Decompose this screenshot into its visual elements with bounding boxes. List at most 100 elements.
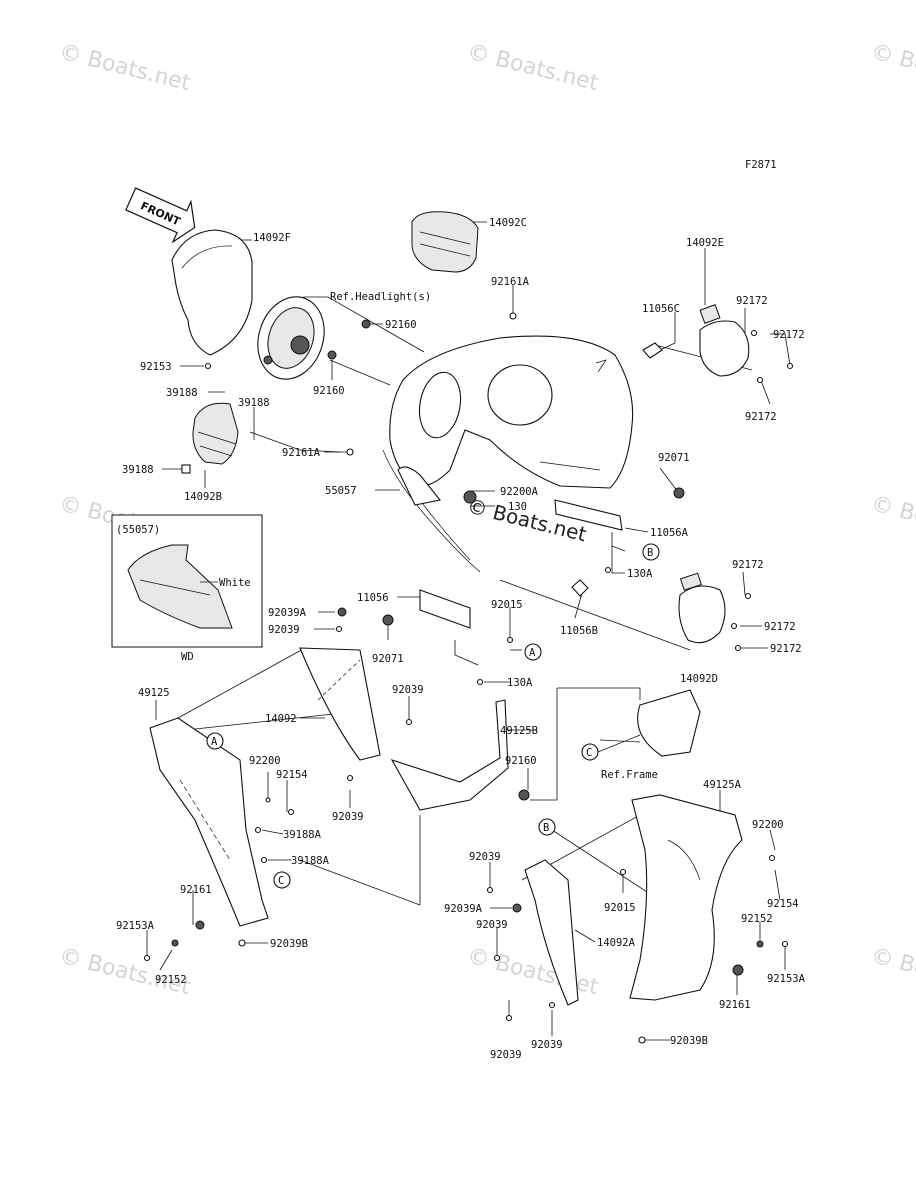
lower-panel-49125b bbox=[390, 699, 509, 811]
grommet-icon bbox=[673, 487, 685, 499]
bolt-icon bbox=[734, 644, 742, 652]
part-label: 14092F bbox=[253, 232, 291, 244]
part-label: 92154 bbox=[767, 898, 799, 910]
grommet-icon bbox=[195, 920, 205, 930]
bolt-icon bbox=[506, 636, 514, 644]
panel-55057 bbox=[397, 466, 441, 506]
part-label: 92039 bbox=[476, 919, 508, 931]
grommet-icon bbox=[361, 319, 371, 329]
clip-icon bbox=[181, 464, 191, 474]
part-label: 92153A bbox=[767, 973, 806, 985]
part-label: 92160 bbox=[313, 385, 345, 397]
bolt-icon bbox=[744, 592, 752, 600]
callout-a-label: A bbox=[211, 736, 218, 748]
bolt-icon bbox=[768, 854, 776, 862]
part-label: 49125 bbox=[138, 687, 170, 699]
grommet-icon bbox=[518, 789, 530, 801]
callout-a-marker bbox=[206, 732, 224, 750]
part-label: 92071 bbox=[658, 452, 690, 464]
part-label: 130A bbox=[507, 677, 533, 689]
part-label: 92039 bbox=[392, 684, 424, 696]
bolt-icon bbox=[619, 868, 627, 876]
watermark: © Boats.net bbox=[465, 40, 602, 97]
bracket-11056 bbox=[419, 589, 471, 629]
clip-icon bbox=[346, 448, 354, 456]
part-label: 92161A bbox=[491, 276, 530, 288]
part-label: 92153 bbox=[140, 361, 172, 373]
bolt-icon bbox=[486, 886, 494, 894]
callout-b-label: B bbox=[647, 547, 653, 559]
part-label: 14092 bbox=[265, 713, 297, 725]
ref-headlight-label: Ref.Headlight(s) bbox=[330, 291, 431, 303]
part-label: 92039 bbox=[268, 624, 300, 636]
part-labels: 14092F 14092C 92161A 92160 92153 92160 1… bbox=[116, 217, 806, 1061]
inner-panel-14092a bbox=[524, 859, 579, 1006]
cover-14092f bbox=[171, 229, 253, 356]
part-label: 49125A bbox=[703, 779, 742, 791]
callout-b-marker bbox=[642, 543, 660, 561]
watermark: © Boats.net bbox=[869, 944, 916, 1001]
washer-icon bbox=[756, 940, 764, 948]
frame-bracket bbox=[637, 689, 701, 757]
clip-icon bbox=[509, 312, 517, 320]
callout-a-label: A bbox=[529, 647, 536, 659]
callout-b-marker bbox=[538, 818, 556, 836]
part-label: 92161 bbox=[719, 999, 751, 1011]
bolt-icon bbox=[750, 329, 758, 337]
callout-c-label: C bbox=[278, 875, 284, 887]
bolt-icon bbox=[265, 797, 271, 803]
bolt-icon bbox=[786, 362, 794, 370]
bolt-icon bbox=[143, 954, 151, 962]
bolt-icon bbox=[335, 625, 343, 633]
part-label: 92172 bbox=[736, 295, 768, 307]
part-label: 92161A bbox=[282, 447, 321, 459]
clip-icon bbox=[337, 607, 347, 617]
bolt-icon bbox=[505, 1014, 513, 1022]
duct-14092b bbox=[192, 402, 239, 465]
part-label: 92039B bbox=[270, 938, 308, 950]
part-label: 92152 bbox=[741, 913, 773, 925]
part-label: 92152 bbox=[155, 974, 187, 986]
fasteners bbox=[143, 312, 794, 1044]
washer-icon bbox=[171, 939, 179, 947]
part-label: 11056C bbox=[642, 303, 680, 315]
part-label: 14092B bbox=[184, 491, 222, 503]
inset-model-code: (55057) bbox=[116, 524, 160, 536]
part-label: 92200A bbox=[500, 486, 539, 498]
part-label: 92172 bbox=[745, 411, 777, 423]
grommet-icon bbox=[732, 964, 744, 976]
callout-a-marker bbox=[524, 643, 542, 661]
part-label: 55057 bbox=[325, 485, 357, 497]
grommet-icon bbox=[463, 490, 477, 504]
part-label: 14092E bbox=[686, 237, 724, 249]
part-shapes bbox=[149, 211, 750, 1006]
bolt-icon bbox=[287, 808, 295, 816]
part-label: 14092A bbox=[597, 937, 636, 949]
part-label: 39188A bbox=[283, 829, 322, 841]
part-label: 92039 bbox=[531, 1039, 563, 1051]
bolt-icon bbox=[493, 954, 501, 962]
bolt-icon bbox=[405, 718, 413, 726]
part-label: 49125B bbox=[500, 725, 538, 737]
bolt-icon bbox=[781, 940, 789, 948]
watermark: © Boats.net bbox=[869, 492, 916, 549]
watermark: © Boats.net bbox=[57, 40, 194, 97]
part-label: 92039A bbox=[268, 607, 307, 619]
ref-frame-label: Ref.Frame bbox=[601, 769, 658, 781]
part-label: 11056B bbox=[560, 625, 598, 637]
cover-14092d bbox=[678, 585, 726, 644]
part-label: 92200 bbox=[752, 819, 784, 831]
watermark: © Boats.net bbox=[869, 40, 916, 97]
clip-icon bbox=[512, 903, 522, 913]
bolt-icon bbox=[476, 678, 484, 686]
bolt-icon bbox=[604, 566, 612, 574]
part-label: 14092C bbox=[489, 217, 527, 229]
part-label: 92153A bbox=[116, 920, 155, 932]
part-label: 92039B bbox=[670, 1035, 708, 1047]
part-label: 92039 bbox=[490, 1049, 522, 1061]
bolt-icon bbox=[756, 376, 764, 384]
clip-icon bbox=[638, 1036, 646, 1044]
part-label: 92200 bbox=[249, 755, 281, 767]
inset-variant-label: WD bbox=[181, 651, 194, 663]
